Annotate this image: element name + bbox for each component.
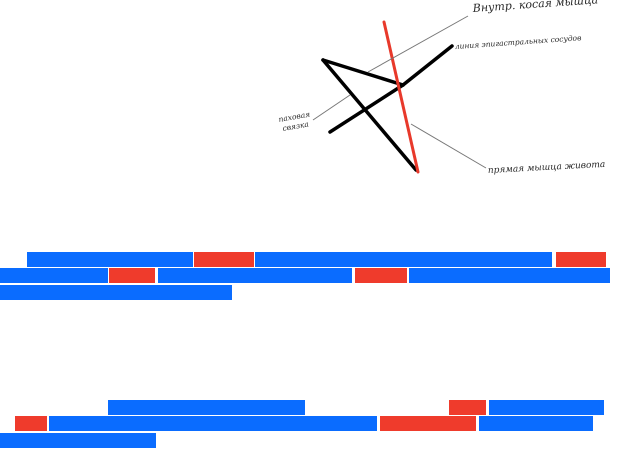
redacted-red (355, 268, 407, 283)
diagram-red-line (382, 20, 420, 174)
anatomy-diagram: Внутр. косая мышца линия эпигастральных … (278, 0, 606, 176)
diagram-line-lower-diagonal (328, 83, 405, 134)
diagram-line-left-down (321, 58, 418, 172)
label-inner-leg: Внутр. косая мышца (471, 0, 598, 15)
redacted-blue (0, 285, 232, 300)
redacted-blue (27, 252, 193, 267)
redacted-blue (255, 252, 552, 267)
redacted-red (109, 268, 155, 283)
redacted-red (380, 416, 476, 431)
redacted-blue (0, 268, 108, 283)
redacted-red (556, 252, 606, 267)
label-right-leg: прямая мышца живота (488, 160, 606, 176)
redacted-blue (489, 400, 604, 415)
label-hip-line: линия эпигастральных сосудов (455, 33, 583, 51)
redacted-blue (49, 416, 377, 431)
redacted-blue (479, 416, 593, 431)
redacted-red (15, 416, 47, 431)
redacted-blue (0, 433, 156, 448)
redacted-blue (409, 268, 610, 283)
pointer-ext-leg (312, 94, 351, 121)
redacted-red (449, 400, 486, 415)
redacted-blue (108, 400, 305, 415)
diagram-line-upper-left (321, 58, 405, 87)
redacted-blue (158, 268, 352, 283)
diagram-line-upper-diagonal (401, 44, 454, 87)
pointer-right-leg (410, 123, 487, 169)
redacted-red (194, 252, 254, 267)
pointer-inner-leg (367, 15, 469, 73)
